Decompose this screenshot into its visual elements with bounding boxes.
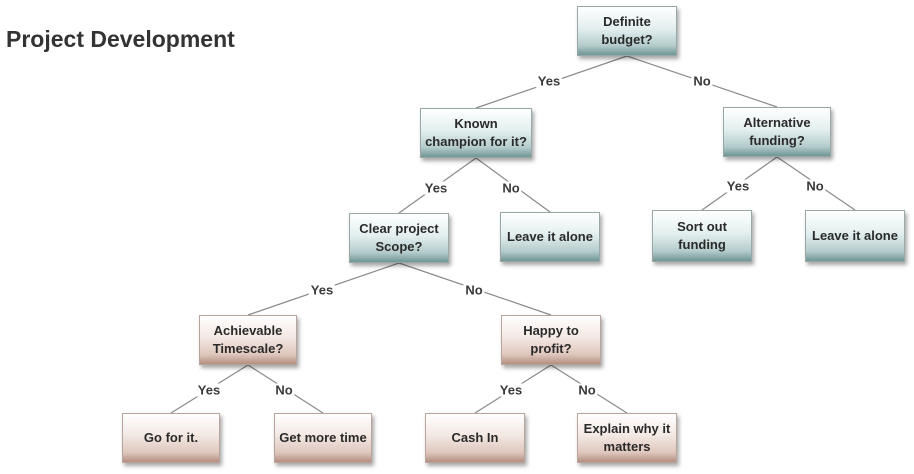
node-sort-out-funding: Sort out funding (652, 210, 752, 262)
edge-label-champion-yes: Yes (422, 180, 450, 196)
node-definite-budget: Definite budget? (577, 6, 677, 56)
node-go-for-it: Go for it. (122, 413, 220, 463)
node-get-more-time: Get more time (274, 413, 372, 463)
node-known-champion: Known champion for it? (420, 108, 532, 158)
edge-label-scope-no: No (463, 282, 485, 298)
node-alternative-funding: Alternative funding? (723, 107, 831, 157)
node-clear-project-scope: Clear project Scope? (349, 213, 449, 263)
edge-label-champion-no: No (500, 180, 522, 196)
node-achievable-timescale: Achievable Timescale? (199, 315, 297, 365)
edge-label-budget-yes: Yes (535, 73, 563, 89)
node-leave-it-alone-2: Leave it alone (805, 210, 905, 262)
node-cash-in: Cash In (425, 413, 525, 463)
page-title: Project Development (6, 26, 235, 52)
edge-label-timescale-yes: Yes (195, 382, 223, 398)
edge-label-timescale-no: No (273, 382, 295, 398)
node-happy-to-profit: Happy to profit? (501, 315, 601, 365)
edge-label-scope-yes: Yes (308, 282, 336, 298)
edge-label-budget-no: No (691, 73, 713, 89)
edge-label-profit-yes: Yes (497, 382, 525, 398)
edge-label-funding-no: No (804, 178, 826, 194)
node-explain-why-it-matters: Explain why it matters (577, 413, 677, 463)
edge-label-funding-yes: Yes (724, 178, 752, 194)
edge-label-profit-no: No (576, 382, 598, 398)
node-leave-it-alone-1: Leave it alone (500, 212, 600, 262)
